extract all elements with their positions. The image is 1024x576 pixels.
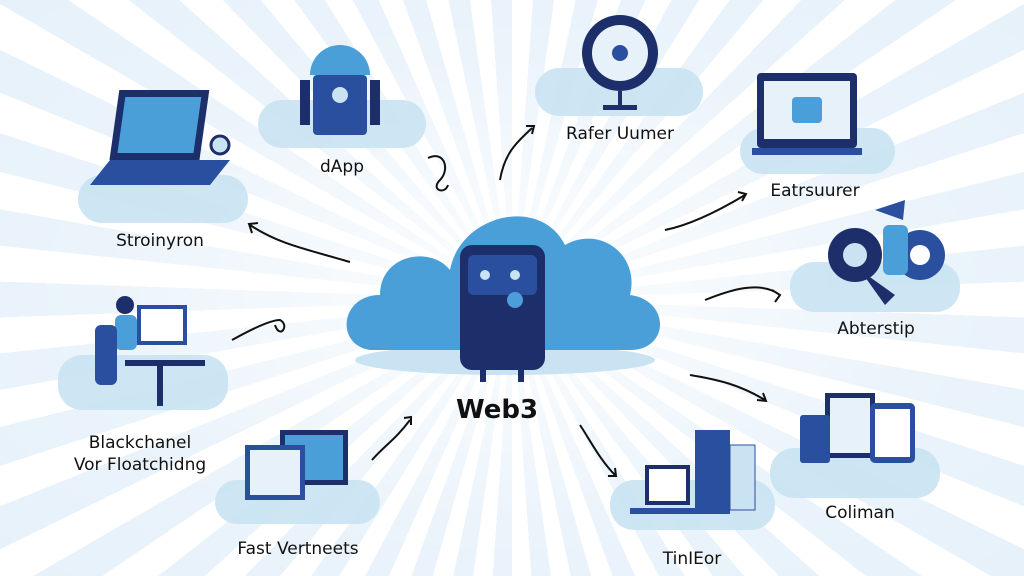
node-label: Coliman	[825, 503, 895, 523]
arrow-tinieor	[579, 424, 618, 477]
arrow-coliman	[689, 374, 768, 403]
devices-icon	[800, 393, 915, 463]
arrow-stroinyron	[247, 222, 351, 263]
arrow-eatrsuurer	[664, 191, 748, 231]
stopwatch-icon	[582, 15, 658, 110]
node-label: dApp	[319, 157, 365, 177]
laptop-icon	[90, 90, 231, 185]
node-label: Fast Vertneets	[237, 539, 359, 559]
arrow-rafer	[499, 125, 536, 181]
node-label-line2: Vor Floatchidng	[73, 455, 207, 475]
arrow-abterstip	[704, 286, 782, 303]
center-label: Web3	[455, 395, 539, 425]
node-label: TinIEor	[662, 549, 722, 569]
node-label: Rafer Uumer	[566, 124, 674, 144]
laptop-icon	[752, 73, 862, 155]
arrow-fast	[371, 415, 412, 461]
code-screens-icon	[245, 430, 348, 500]
arrow-blackchanel	[231, 318, 286, 341]
character-icon	[828, 200, 945, 305]
node-label: Stroinyron	[116, 231, 204, 251]
node-label-line1: Blackchanel	[88, 433, 192, 453]
person-at-desk-icon	[95, 296, 205, 406]
robot-icon	[300, 45, 380, 135]
arrow-dapp	[427, 155, 449, 192]
node-label: Abterstip	[837, 319, 915, 339]
building-computer-icon	[630, 430, 756, 514]
node-label: Eatrsuurer	[770, 181, 860, 201]
cloud-icon	[346, 216, 660, 382]
